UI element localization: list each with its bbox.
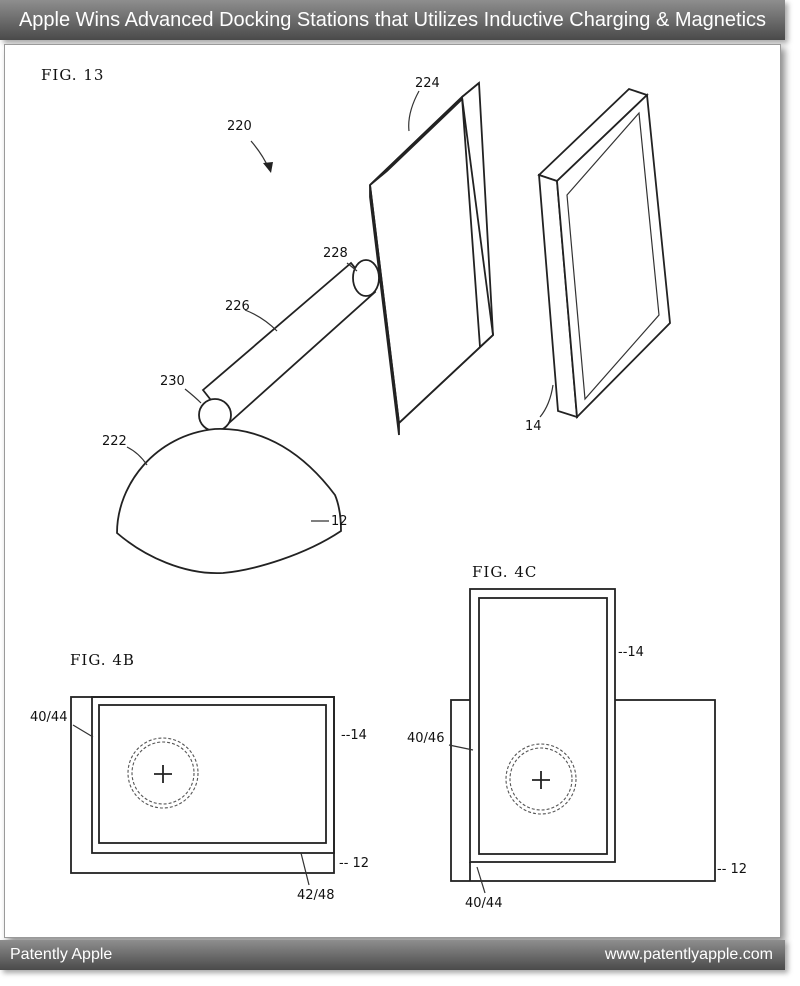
fig4c-leader-4044 — [477, 867, 485, 893]
fig13-base-222 — [117, 429, 341, 573]
fig4b-label-12: -- 12 — [339, 856, 369, 871]
fig13-joint-230 — [199, 399, 231, 431]
fig13-label-220: 220 — [227, 119, 252, 134]
fig13-leader-224 — [409, 91, 419, 131]
fig4c-label-12: -- 12 — [717, 862, 747, 877]
fig13-label-222: 222 — [102, 434, 127, 449]
fig13-label-224: 224 — [415, 76, 440, 91]
header-title: Apple Wins Advanced Docking Stations tha… — [19, 9, 766, 31]
fig4c-label-14: --14 — [618, 645, 644, 660]
fig13-label-12: 12 — [331, 514, 348, 529]
fig4b-label-14: --14 — [341, 728, 367, 743]
fig4c-drawing — [451, 589, 715, 881]
fig4c-label-4046: 40/46 — [407, 731, 444, 746]
fig13-joint-228 — [353, 260, 379, 296]
patent-drawing: FIG. 13 220 224 14 — [5, 45, 780, 937]
fig13-arrow-220 — [251, 141, 273, 173]
patent-figure-panel: FIG. 13 220 224 14 — [4, 44, 781, 938]
fig4b-leader-4044 — [73, 725, 93, 737]
footer-url[interactable]: www.patentlyapple.com — [605, 940, 773, 970]
fig13-arm-226 — [199, 260, 379, 431]
fig4b-label-4044: 40/44 — [30, 710, 67, 725]
fig4b-label-4248: 42/48 — [297, 888, 334, 903]
fig13-title: FIG. 13 — [41, 66, 104, 84]
fig4c-device-outer — [470, 589, 615, 862]
header-banner: Apple Wins Advanced Docking Stations tha… — [0, 0, 785, 40]
fig13-label-226: 226 — [225, 299, 250, 314]
footer-brand: Patently Apple — [10, 940, 112, 970]
fig13-label-230: 230 — [160, 374, 185, 389]
fig4b-dock-12 — [71, 697, 334, 873]
fig4b-title: FIG. 4B — [70, 651, 135, 669]
footer-banner: Patently Apple www.patentlyapple.com — [0, 940, 785, 970]
fig13-leader-14 — [540, 385, 553, 417]
fig4b-drawing — [71, 697, 334, 873]
fig13-label-14: 14 — [525, 419, 542, 434]
fig13-leader-230 — [185, 389, 201, 403]
fig4c-title: FIG. 4C — [472, 563, 537, 581]
fig13-display-224 — [370, 83, 493, 435]
fig4b-device-14 — [99, 705, 326, 843]
fig13-label-228: 228 — [323, 246, 348, 261]
fig13-device-14 — [539, 89, 670, 417]
fig4c-label-4044: 40/44 — [465, 896, 502, 911]
fig4b-leader-4248 — [301, 853, 309, 885]
fig13-leader-222 — [127, 447, 147, 465]
